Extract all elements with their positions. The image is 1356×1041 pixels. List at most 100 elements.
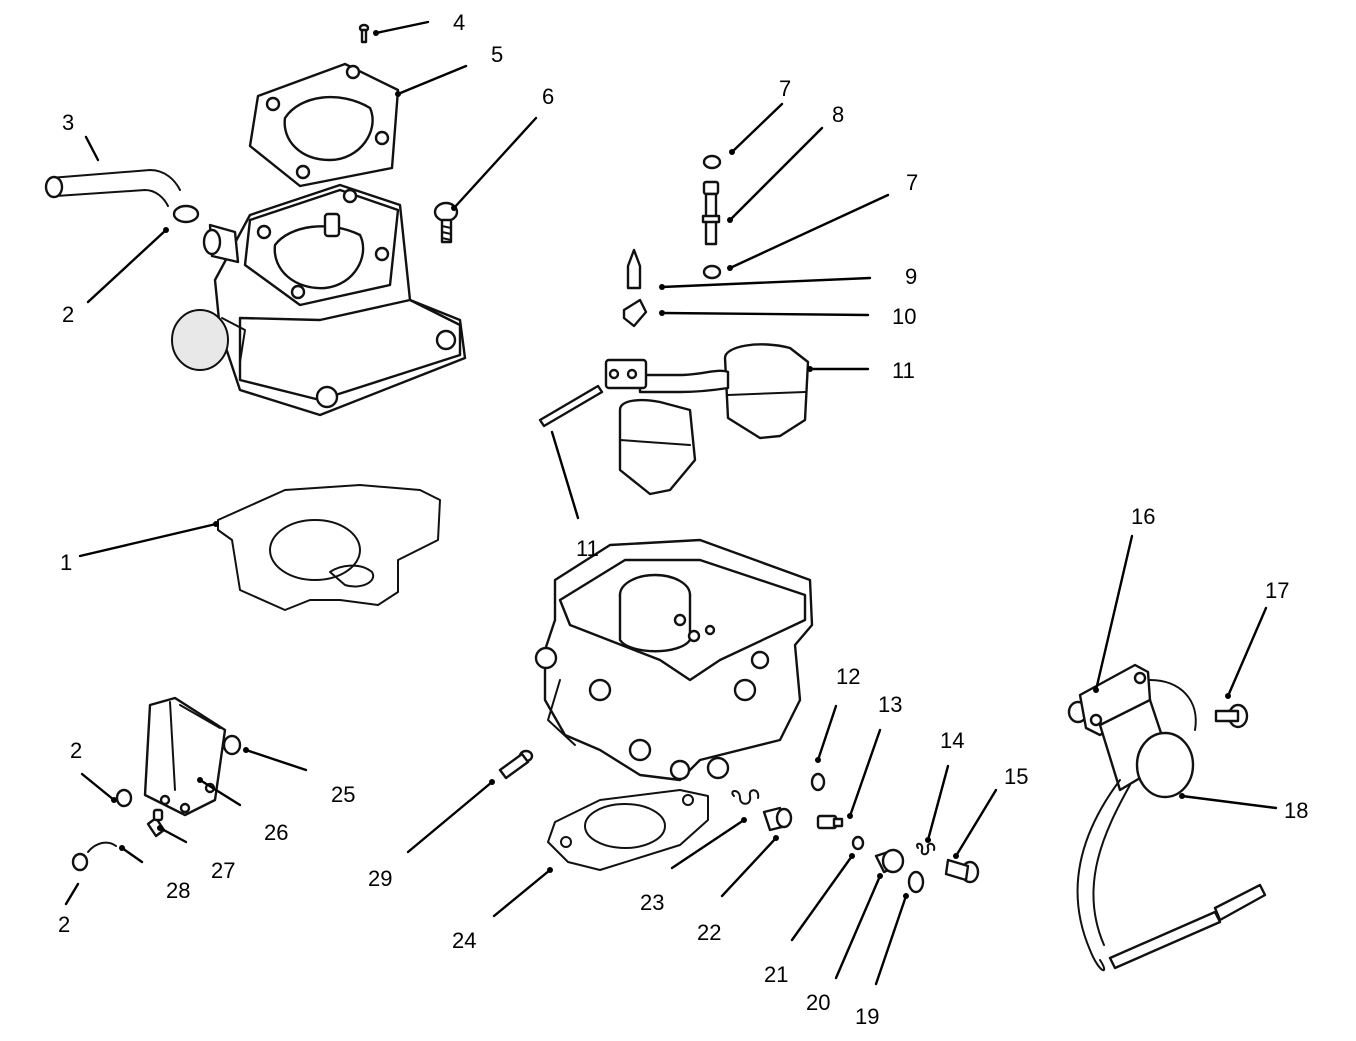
part-oring-21 <box>851 835 865 851</box>
callout-3: 3 <box>62 110 74 135</box>
leader-dots <box>111 30 1231 899</box>
part-clamp-2-lower <box>71 852 89 872</box>
leader-7-lower <box>728 193 890 270</box>
leader-dot-22 <box>773 835 779 841</box>
leader-9 <box>660 276 872 289</box>
leader-dot-26 <box>197 777 203 783</box>
leader-5 <box>396 64 468 96</box>
callout-10: 10 <box>892 304 916 329</box>
part-oring-7-lower <box>702 264 722 280</box>
leader-12 <box>816 704 838 762</box>
callout-2-mid: 2 <box>70 738 82 763</box>
part-oring-19 <box>907 870 925 894</box>
callout-27: 27 <box>211 858 235 883</box>
callout-21: 21 <box>764 962 788 987</box>
leader-dot-17 <box>1225 693 1231 699</box>
callout-20: 20 <box>806 990 830 1015</box>
callout-15: 15 <box>1004 764 1028 789</box>
callout-6: 6 <box>542 84 554 109</box>
leader-dot-16 <box>1093 687 1099 693</box>
leader-14 <box>926 764 950 842</box>
leader-lines <box>64 20 1278 986</box>
part-carburetor-main-body <box>534 538 814 782</box>
callout-14: 14 <box>940 728 964 753</box>
leader-dot-14 <box>925 837 931 843</box>
leader-11-pin <box>550 430 580 520</box>
part-collar-20 <box>874 848 905 874</box>
leader-dot-2-mid <box>111 797 117 803</box>
callout-18: 18 <box>1284 798 1308 823</box>
leader-dot-24 <box>547 867 553 873</box>
part-solenoid-18 <box>1076 663 1267 972</box>
part-screw-29 <box>498 749 534 780</box>
leader-dot-7-lower <box>727 265 733 271</box>
leader-26 <box>198 778 242 807</box>
leader-24 <box>492 868 552 918</box>
part-screw-17 <box>1214 703 1249 729</box>
leader-2-upper <box>86 228 168 304</box>
leader-dot-8 <box>727 217 733 223</box>
part-needle-jet-8 <box>701 180 721 246</box>
part-jet-13 <box>816 814 844 830</box>
callout-4: 4 <box>453 10 465 35</box>
part-oring-12 <box>810 772 826 792</box>
leader-dot-23 <box>741 817 747 823</box>
leader-6 <box>452 116 538 210</box>
callout-26: 26 <box>264 820 288 845</box>
callout-7-top: 7 <box>779 76 791 101</box>
leader-1 <box>78 522 218 558</box>
leader-dot-27 <box>157 825 163 831</box>
leader-dot-2-upper <box>163 227 169 233</box>
leader-15 <box>954 788 998 858</box>
leader-2-mid <box>80 772 116 802</box>
leader-dot-29 <box>489 779 495 785</box>
part-top-gasket-5 <box>248 62 400 188</box>
leader-10 <box>660 311 870 317</box>
leader-29 <box>406 780 494 854</box>
leader-27 <box>158 826 188 844</box>
leader-28 <box>120 846 144 864</box>
leader-dot-1 <box>213 521 219 527</box>
part-hose-3 <box>44 169 181 207</box>
leader-dot-9 <box>659 284 665 290</box>
callout-labels: 4 5 3 6 7 8 7 9 10 11 2 1 11 16 17 12 13… <box>58 10 1308 1029</box>
leader-dot-20 <box>877 873 883 879</box>
leader-dot-4 <box>373 30 379 36</box>
callout-2-lower: 2 <box>58 912 70 937</box>
leader-18 <box>1180 794 1278 810</box>
callout-28: 28 <box>166 878 190 903</box>
leader-17 <box>1226 606 1268 698</box>
callout-7-lower: 7 <box>906 170 918 195</box>
callout-16: 16 <box>1131 504 1155 529</box>
leader-21 <box>790 854 854 942</box>
part-spring-23 <box>731 789 760 805</box>
part-fitting-27 <box>146 808 166 838</box>
leader-dot-21 <box>849 853 855 859</box>
part-hose-28 <box>87 841 117 853</box>
part-screw-22 <box>762 806 793 832</box>
part-fuel-pump-26 <box>143 696 242 817</box>
leader-dot-10 <box>659 310 665 316</box>
leader-4 <box>374 20 430 35</box>
leader-dot-5 <box>395 91 401 97</box>
part-carburetor-top-body <box>171 183 467 417</box>
callout-11-pin: 11 <box>576 536 599 561</box>
callout-29: 29 <box>368 866 392 891</box>
leader-dot-6 <box>451 205 457 211</box>
part-oring-7-top <box>702 154 722 170</box>
callout-25: 25 <box>331 782 355 807</box>
leader-20 <box>834 874 882 980</box>
part-clamp-2-mid <box>115 788 133 808</box>
callout-17: 17 <box>1265 578 1289 603</box>
part-float-assembly-11 <box>604 343 810 496</box>
part-gasket-1 <box>217 484 441 611</box>
callout-22: 22 <box>697 920 721 945</box>
leader-dot-13 <box>847 813 853 819</box>
callout-5: 5 <box>491 42 503 67</box>
leader-8 <box>728 126 824 222</box>
leader-2-lower <box>64 882 80 906</box>
callout-23: 23 <box>640 890 664 915</box>
leader-dot-25 <box>243 747 249 753</box>
callout-8: 8 <box>832 102 844 127</box>
